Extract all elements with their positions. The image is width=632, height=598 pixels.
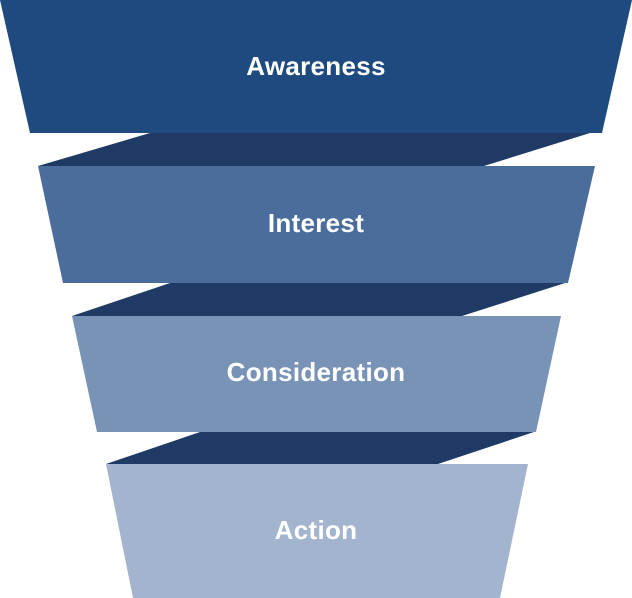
funnel-stage-consideration: Consideration (72, 316, 561, 432)
funnel-stage-action-label: Action (275, 515, 358, 545)
funnel-stage-action: Action (106, 464, 528, 598)
funnel-stage-interest: Interest (38, 166, 595, 283)
funnel-stage-awareness-shape (0, 0, 632, 133)
funnel-stage-interest-shape (38, 166, 595, 283)
funnel-connector-1 (38, 133, 590, 166)
funnel-stage-awareness: Awareness (0, 0, 632, 133)
funnel-stage-consideration-shape (72, 316, 561, 432)
funnel-stage-action-shape (106, 464, 528, 598)
funnel-stage-interest-label: Interest (268, 208, 364, 238)
funnel-connector-2 (72, 283, 565, 316)
funnel-connector-3 (106, 432, 534, 464)
funnel-stage-consideration-label: Consideration (227, 357, 406, 387)
funnel-stage-awareness-label: Awareness (246, 51, 386, 81)
